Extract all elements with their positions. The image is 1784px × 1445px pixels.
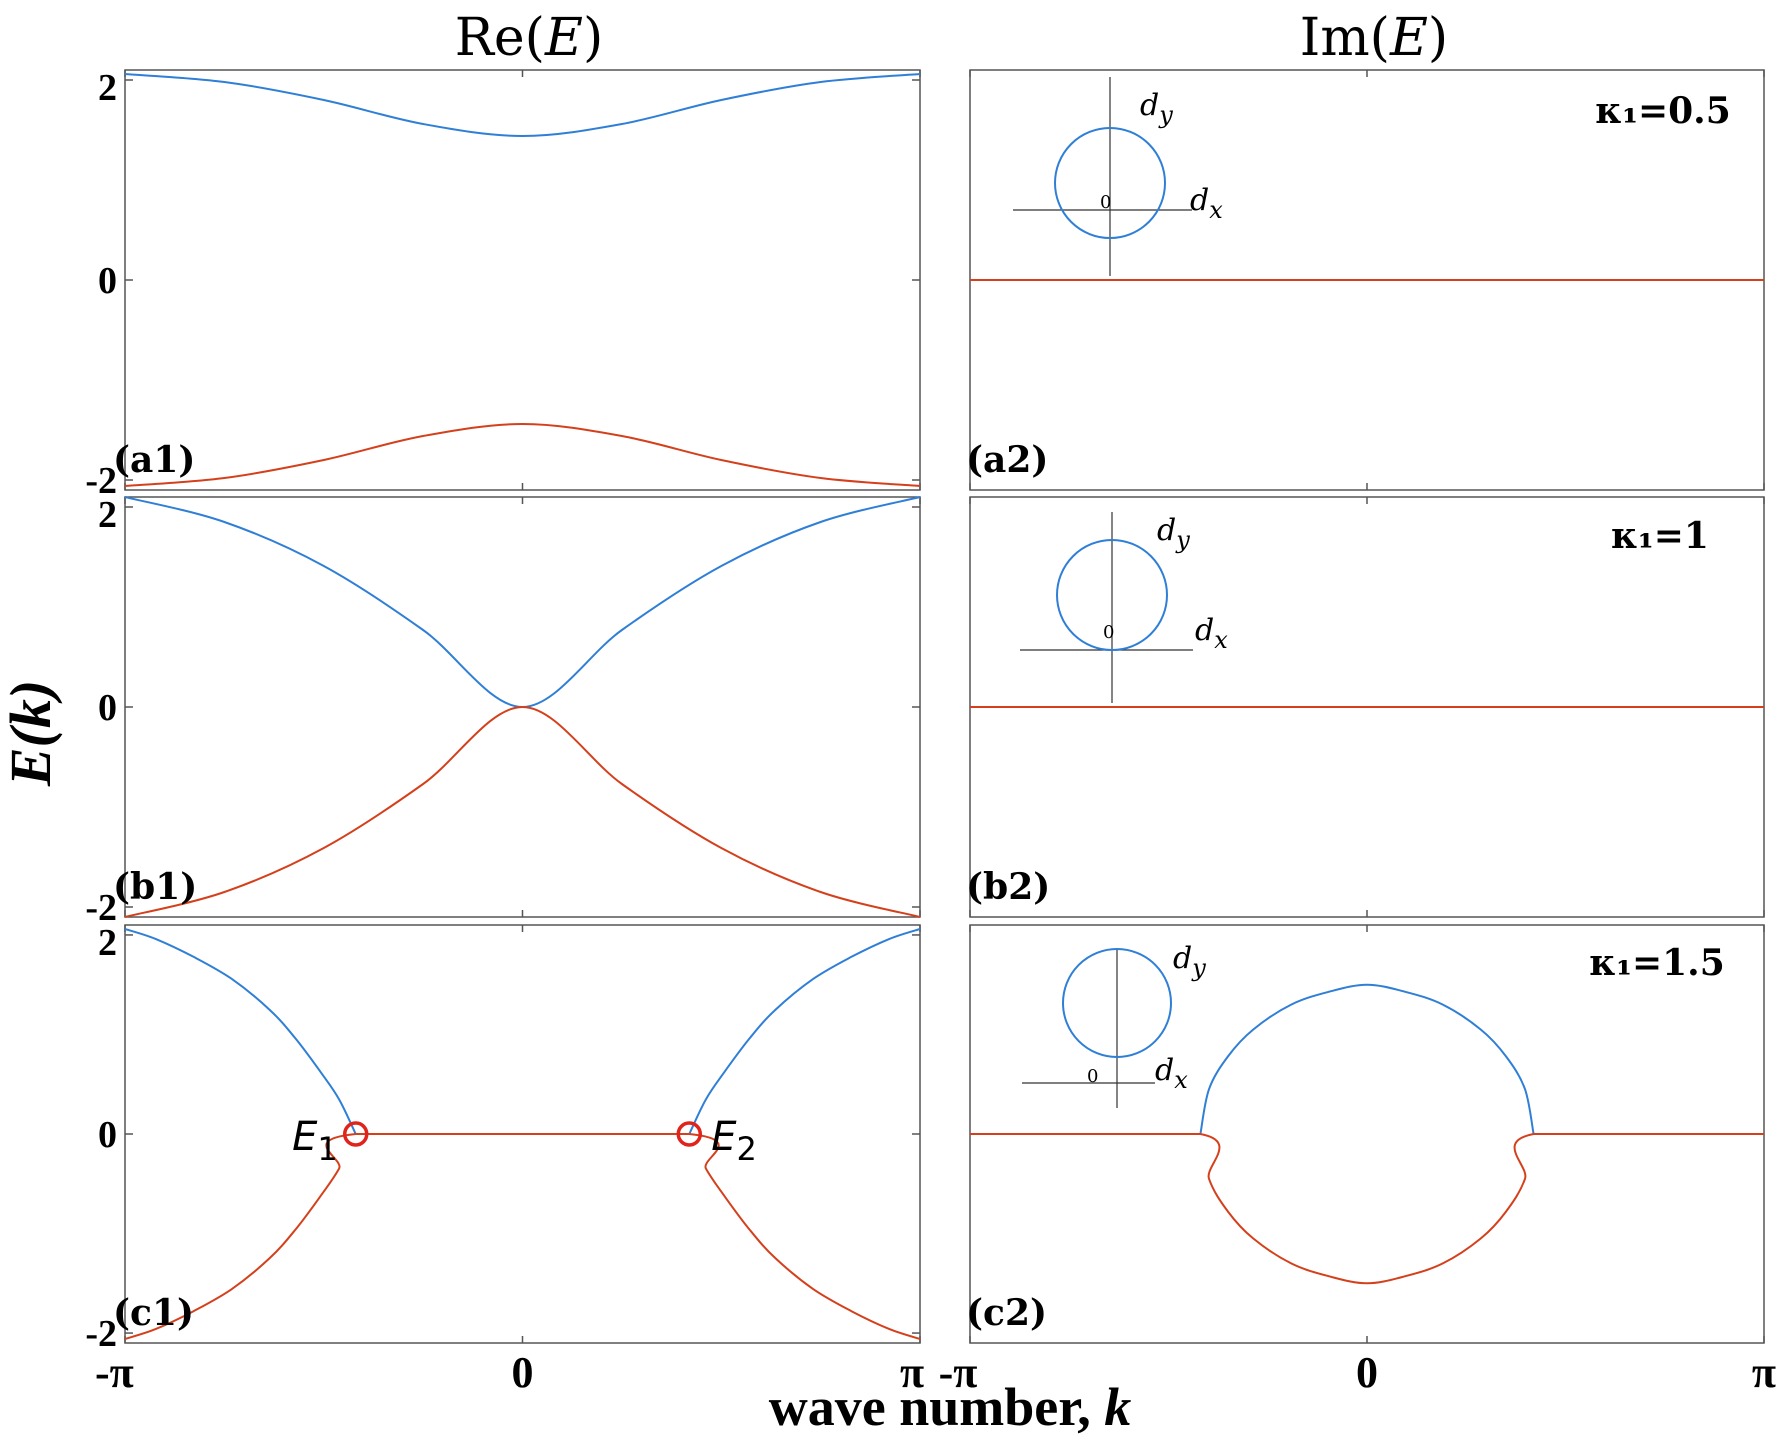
d-vector-inset: dy dx 0 [1013,77,1223,276]
band-curve [124,705,921,918]
band-curve [124,422,921,487]
inset-d-circle [1054,127,1166,239]
inset-origin-label: 0 [1100,192,1111,213]
band-curve [124,1133,921,1340]
panel-label: (b1) [113,866,197,908]
inset-d-circle [1062,948,1172,1058]
y-tick-label: 0 [98,1114,117,1156]
y-tick-label: 2 [98,922,117,964]
x-tick-label: -π [95,1348,134,1397]
im-title: Im(E) [1300,8,1448,68]
y-tick-label: 2 [98,494,117,536]
inset-dy-label: dy [1140,88,1173,129]
panel-b2: (b2) κ₁=1 dy dx 0 [966,496,1765,918]
panel-frame [124,69,921,491]
band-curve [688,928,921,1135]
inset-dx-label: dx [1195,613,1228,654]
inset-origin-label: 0 [1103,622,1114,643]
band-curve [124,928,357,1135]
inset-dy-label: dy [1173,941,1206,982]
panels: 20-2(a1)(a2)κ₁=0.5dydx020-2(b1)(b2)κ₁=1d… [85,67,1776,1397]
kappa-label: κ₁=1.5 [1589,942,1725,984]
y-tick-label: 0 [98,260,117,302]
panel-label: (a2) [966,439,1048,481]
exceptional-point-label: E2 [711,1114,757,1168]
inset-dx-label: dx [1190,183,1223,224]
y-tick-label: -2 [85,460,117,502]
inset-origin-label: 0 [1087,1066,1098,1087]
exceptional-point-marker [676,1121,703,1147]
band-curve [1199,983,1535,1135]
band-curve [124,73,921,138]
inset-dy-label: dy [1157,513,1190,554]
panel-label: (b2) [966,866,1050,908]
panel-c2: (c2) κ₁=1.5 dy dx 0 -π 0 π [939,924,1776,1397]
kappa-label: κ₁=0.5 [1595,90,1731,132]
y-tick-label: -2 [85,887,117,929]
band-curve [124,496,921,709]
panel-label: (c2) [966,1292,1047,1334]
kappa-label: κ₁=1 [1611,515,1709,557]
panel-c1: 2 0 -2(c1) E1 E2 -π 0 π [85,922,924,1397]
panel-b1: 2 0 -2(b1) [85,494,921,929]
band-curve [970,1133,1764,1285]
x-tick-label: π [900,1348,924,1397]
y-axis-label: E(k) [0,680,63,787]
exceptional-point-marker [342,1121,369,1147]
y-tick-label: 2 [98,67,117,109]
x-tick-label: -π [939,1348,978,1397]
d-vector-inset: dy dx 0 [1022,941,1206,1108]
panel-label: (c1) [113,1292,194,1334]
x-tick-label: 0 [512,1348,534,1397]
d-vector-inset: dy dx 0 [1020,512,1228,703]
re-title: Re(E) [455,8,603,68]
x-tick-label: 0 [1356,1348,1378,1397]
y-tick-label: 0 [98,687,117,729]
inset-d-circle [1056,539,1168,651]
inset-dx-label: dx [1155,1053,1188,1094]
y-tick-label: -2 [85,1313,117,1355]
panel-a1: 2 0 -2(a1) [85,67,921,502]
x-tick-label: π [1752,1348,1776,1397]
panel-label: (a1) [113,439,195,481]
x-axis-label: wave number, k [769,1377,1132,1437]
exceptional-point-label: E1 [292,1114,338,1168]
panel-a2: (a2) κ₁=0.5 dy dx 0 [966,69,1765,491]
